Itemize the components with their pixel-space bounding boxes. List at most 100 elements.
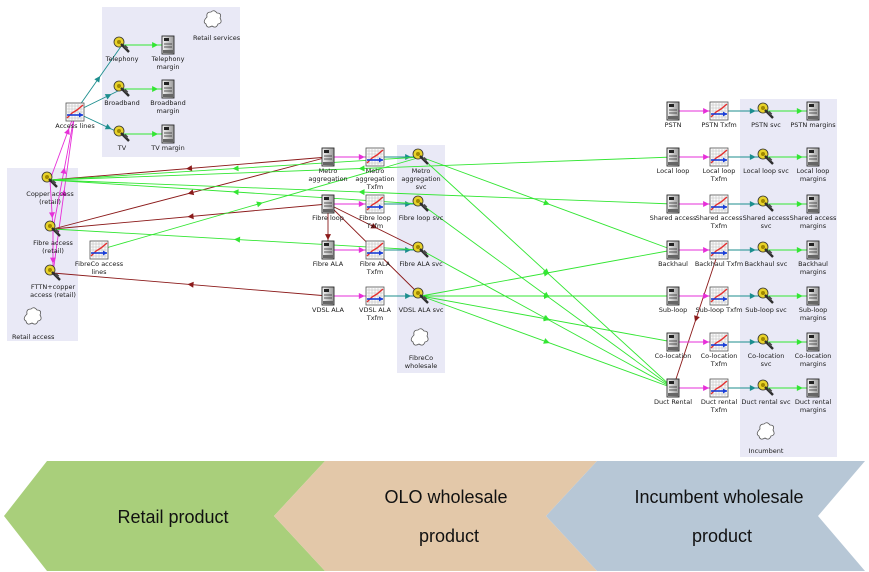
node-backhaul-txfm[interactable]: Backhaul Txfm: [695, 240, 743, 268]
service-tool-icon: [757, 287, 774, 304]
node-label: Fibre loop svc: [399, 214, 444, 222]
node-pstn-margins[interactable]: PSTN margins: [790, 101, 836, 129]
node-label: Fibre access(retail): [33, 239, 73, 255]
band-label-incumbent-line1: Incumbent wholesale: [634, 487, 803, 507]
node-backhaul-svc[interactable]: Backhaul svc: [745, 241, 788, 268]
server-icon: [806, 147, 820, 167]
cloud-icon: [23, 307, 42, 325]
transform-chart-icon: [365, 147, 385, 167]
node-vdsl-ala-svc[interactable]: VDSL ALA svc: [399, 287, 444, 314]
edge-arrow: [749, 247, 756, 253]
edge-arrow: [796, 108, 803, 114]
node-pstn[interactable]: PSTN: [665, 101, 682, 129]
node-duct-rental[interactable]: Duct Rental: [654, 378, 692, 406]
node-pstn-txfm[interactable]: PSTN Txfm: [701, 101, 737, 129]
server-icon: [321, 240, 335, 260]
node-telephony[interactable]: Telephony: [105, 36, 139, 63]
node-access-lines[interactable]: Access lines: [55, 102, 95, 130]
node-sub-loop-svc[interactable]: Sub-loop svc: [745, 287, 787, 314]
node-duct-rental-svc[interactable]: Duct rental svc: [741, 379, 791, 406]
product-bands: Retail product OLO wholesale product Inc…: [4, 461, 865, 571]
server-icon: [666, 147, 680, 167]
node-fibre-ala[interactable]: Fibre ALA: [313, 240, 344, 268]
edge-arrow: [358, 201, 365, 207]
node-tv[interactable]: TV: [113, 125, 130, 152]
node-broadband[interactable]: Broadband: [104, 80, 140, 107]
edge-arrow: [187, 189, 195, 196]
node-co-location[interactable]: Co-location: [655, 332, 692, 360]
group-label-retail-access: Retail access: [12, 333, 55, 341]
node-label: PSTN margins: [790, 121, 836, 129]
node-sub-loop-txfm[interactable]: Sub-loop Txfm: [695, 286, 743, 314]
edge-arrow: [703, 201, 710, 207]
service-tool-icon: [757, 195, 774, 212]
edge-arrow: [187, 213, 194, 220]
transform-chart-icon: [709, 332, 729, 352]
band-retail: [4, 461, 325, 571]
edge-arrow: [703, 108, 710, 114]
transform-chart-icon: [709, 378, 729, 398]
node-fibre-ala-svc[interactable]: Fibre ALA svc: [399, 241, 443, 268]
server-icon: [806, 194, 820, 214]
node-fibre-loop-svc[interactable]: Fibre loop svc: [399, 195, 444, 222]
service-tool-icon: [44, 264, 61, 281]
service-tool-icon: [113, 125, 130, 142]
service-tool-icon: [412, 241, 429, 258]
server-icon: [161, 79, 175, 99]
edge-arrow: [60, 167, 67, 175]
cloud-icon: [203, 10, 222, 28]
node-local-loop-svc[interactable]: Local loop svc: [743, 148, 789, 175]
node-pstn-svc[interactable]: PSTN svc: [751, 102, 781, 129]
node-backhaul[interactable]: Backhaul: [658, 240, 688, 268]
node-shared-access[interactable]: Shared access: [650, 194, 697, 222]
node-vdsl-ala[interactable]: VDSL ALA: [312, 286, 345, 314]
node-copper-access[interactable]: Copper access(retail): [26, 171, 74, 206]
edge-arrow: [152, 42, 159, 48]
node-label: Co-location: [655, 352, 692, 360]
edge-arrow: [186, 165, 193, 172]
node-label: Fibre loop: [312, 214, 344, 222]
edge-arrow: [232, 189, 239, 196]
node-fibre-loop[interactable]: Fibre loop: [312, 194, 344, 222]
node-fibre-access[interactable]: Fibre access(retail): [33, 220, 73, 255]
node-local-loop[interactable]: Local loop: [657, 147, 690, 175]
server-icon: [161, 124, 175, 144]
node-sub-loop[interactable]: Sub-loop: [659, 286, 688, 314]
service-tool-icon: [113, 80, 130, 97]
transform-chart-icon: [65, 102, 85, 122]
node-label: Sub-loop: [659, 306, 688, 314]
transform-chart-icon: [709, 286, 729, 306]
service-tool-icon: [757, 241, 774, 258]
node-tv-margin[interactable]: TV margin: [150, 124, 185, 152]
